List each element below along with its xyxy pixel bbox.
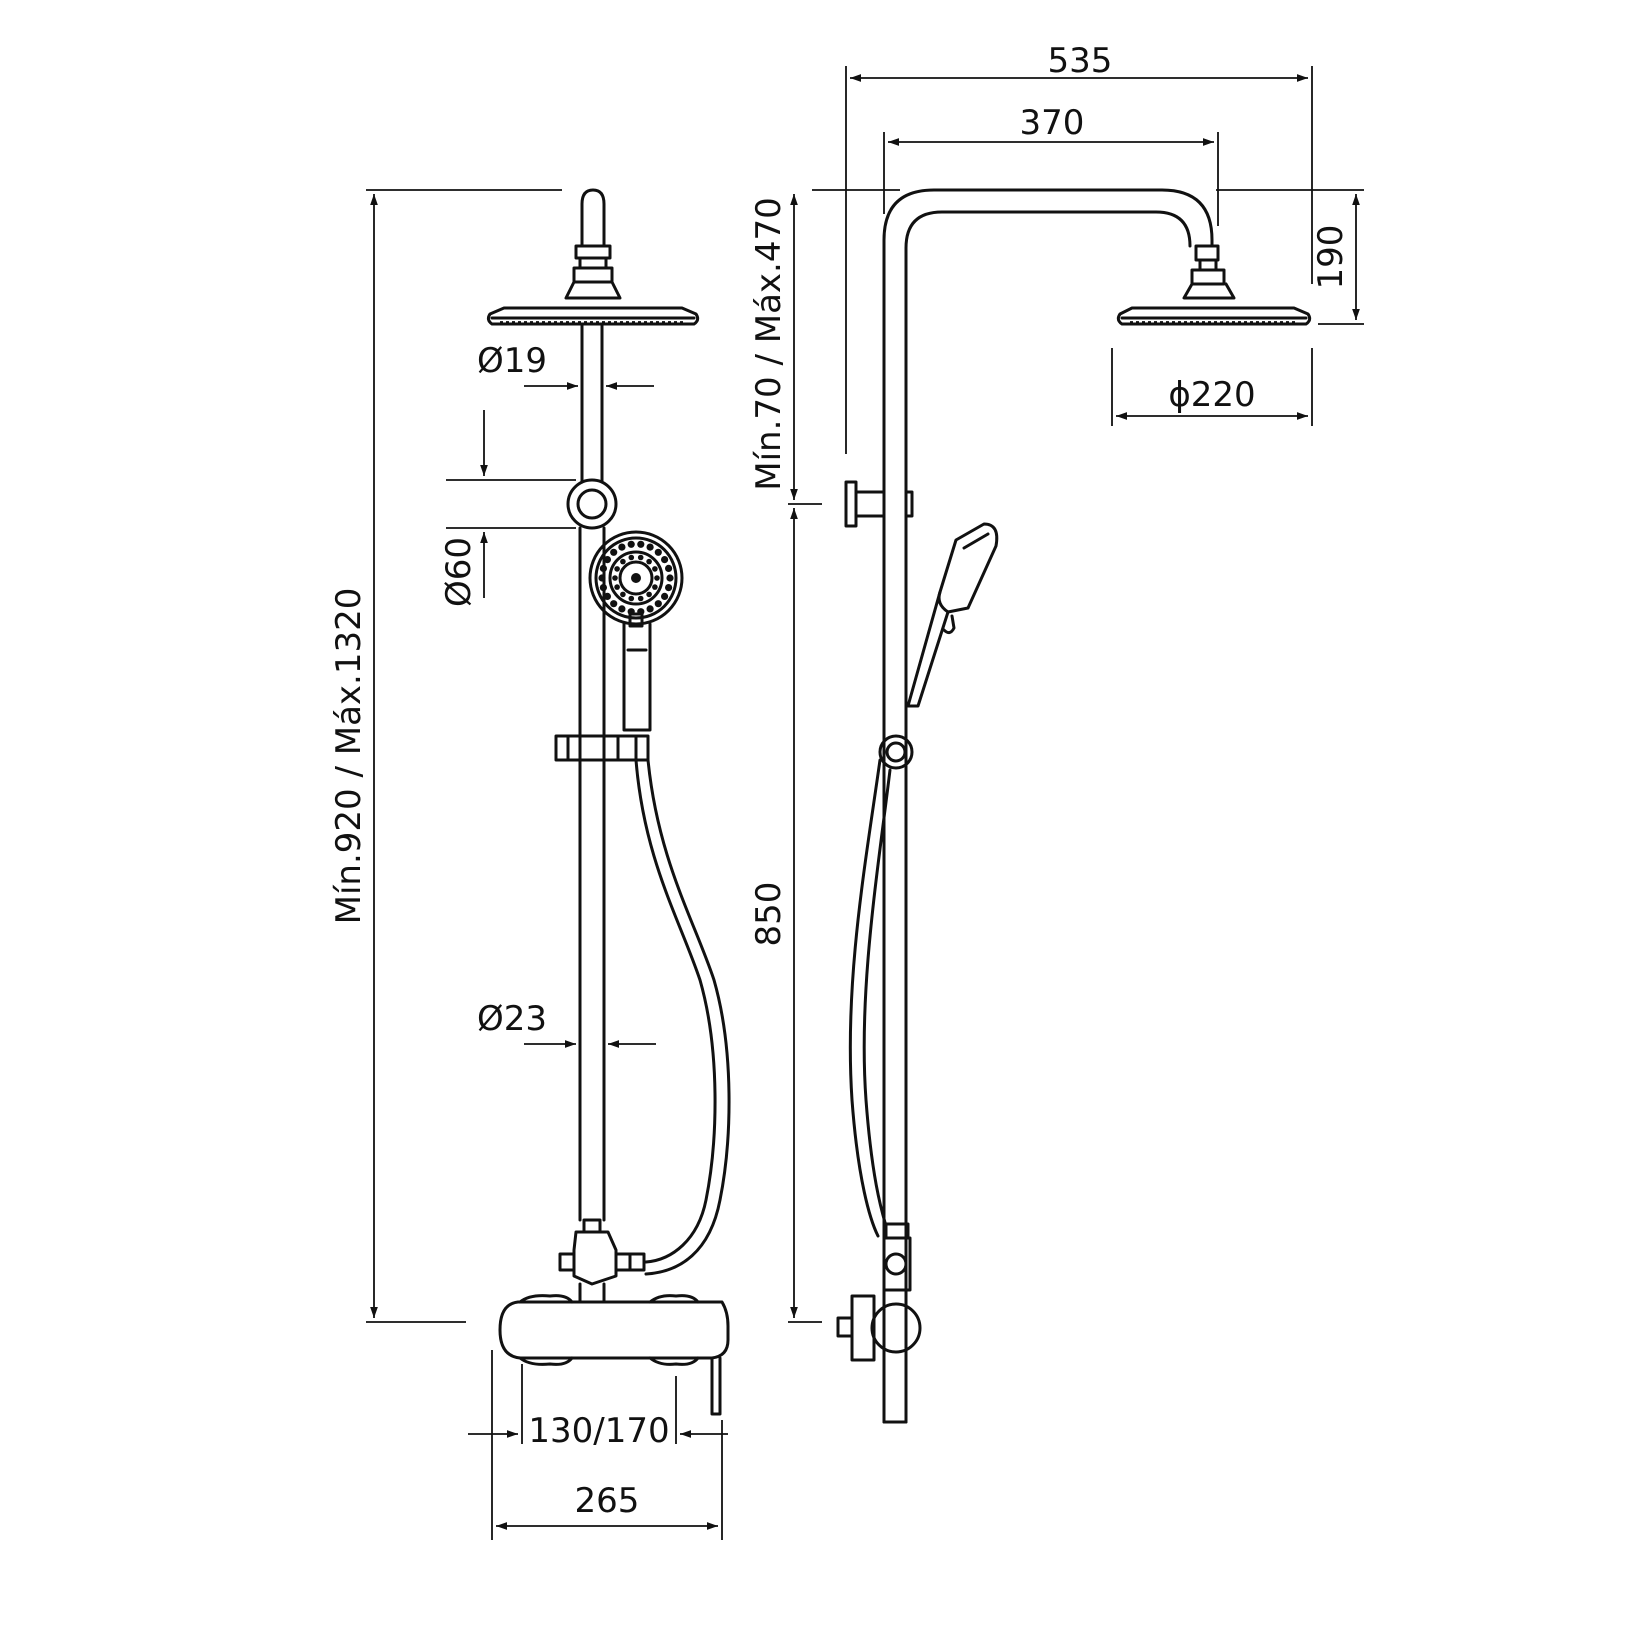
nozzle-dot (603, 592, 612, 601)
nozzle-dot (614, 584, 620, 590)
nozzle-dot (661, 592, 669, 601)
nozzle-dot (599, 564, 608, 573)
nozzle-dot (646, 543, 654, 551)
nozzle-dot (654, 600, 662, 608)
side-view (836, 188, 1312, 1424)
front-hose (634, 758, 731, 1276)
front-hand-shower-nozzles (598, 540, 674, 616)
nozzle-dot (637, 595, 644, 602)
side-hand-shower-holder (878, 734, 914, 770)
nozzle-dot (654, 575, 660, 581)
diameter-220-label: ϕ220 (1168, 375, 1255, 415)
nozzle-dot (610, 548, 618, 556)
nozzle-dot (637, 554, 644, 561)
side-wall-bracket (844, 480, 914, 528)
diameter-19-label: Ø19 (477, 341, 547, 381)
front-view (486, 188, 731, 1416)
nozzle-dot (618, 543, 626, 551)
width-370-label: 370 (1020, 103, 1085, 143)
side-diverter (882, 1222, 912, 1292)
nozzle-dot (666, 574, 674, 582)
nozzle-dot (652, 566, 658, 572)
bar-length-850-label: 850 (749, 882, 789, 947)
nozzle-dot (612, 575, 618, 581)
total-height-label: Mín.920 / Máx.1320 (329, 588, 369, 925)
nozzle-dot (620, 558, 626, 565)
side-mixer (836, 1294, 922, 1362)
front-hand-shower-holder (554, 734, 650, 762)
nozzle-dot (661, 556, 669, 564)
front-upper-rod (580, 322, 604, 484)
nozzle-dot (665, 584, 673, 592)
side-column-and-arm (882, 188, 1214, 1424)
nozzle-dot (603, 556, 612, 564)
width-265-label: 265 (575, 1481, 640, 1521)
front-diverter (558, 1218, 646, 1304)
nozzle-dot (628, 595, 635, 602)
nozzle-dot (654, 548, 662, 556)
nozzle-dot (652, 584, 658, 590)
nozzle-dot (646, 591, 652, 598)
front-mixer-body (498, 1294, 730, 1416)
nozzle-dot (637, 540, 645, 548)
nozzle-dot (620, 591, 626, 598)
height-190-label: 190 (1311, 225, 1351, 290)
nozzle-dot (598, 574, 606, 582)
nozzle-dot (618, 605, 626, 613)
front-hand-shower (588, 530, 684, 732)
diameter-23-label: Ø23 (477, 999, 547, 1039)
nozzle-dot (646, 605, 654, 613)
nozzle-dot (628, 554, 635, 561)
front-main-rod (578, 526, 606, 1222)
nozzle-dot (614, 566, 620, 572)
arm-adjustment-label: Mín.70 / Máx.470 (749, 197, 789, 490)
nozzle-dot (665, 564, 673, 573)
nozzle-dot (610, 600, 618, 608)
front-slider-collar (566, 478, 618, 530)
nozzle-dot (599, 584, 608, 592)
width-535-label: 535 (1048, 41, 1113, 81)
inlet-spacing-label: 130/170 (528, 1411, 669, 1451)
side-hose (848, 758, 892, 1238)
front-rain-shower-head (486, 306, 700, 326)
front-top-pipe (564, 188, 622, 300)
diameter-60-label: Ø60 (439, 537, 479, 607)
side-hand-shower (906, 522, 999, 708)
nozzle-dot (646, 558, 652, 565)
nozzle-dot (627, 540, 635, 548)
front-dimensions: Mín.920 / Máx.1320 Ø19 Ø60 Ø23 130/170 2… (329, 189, 728, 1540)
side-rain-shower-head (1116, 244, 1312, 326)
side-dimensions: 535 370 190 ϕ220 Mín.70 / Máx.470 850 (749, 41, 1364, 1323)
